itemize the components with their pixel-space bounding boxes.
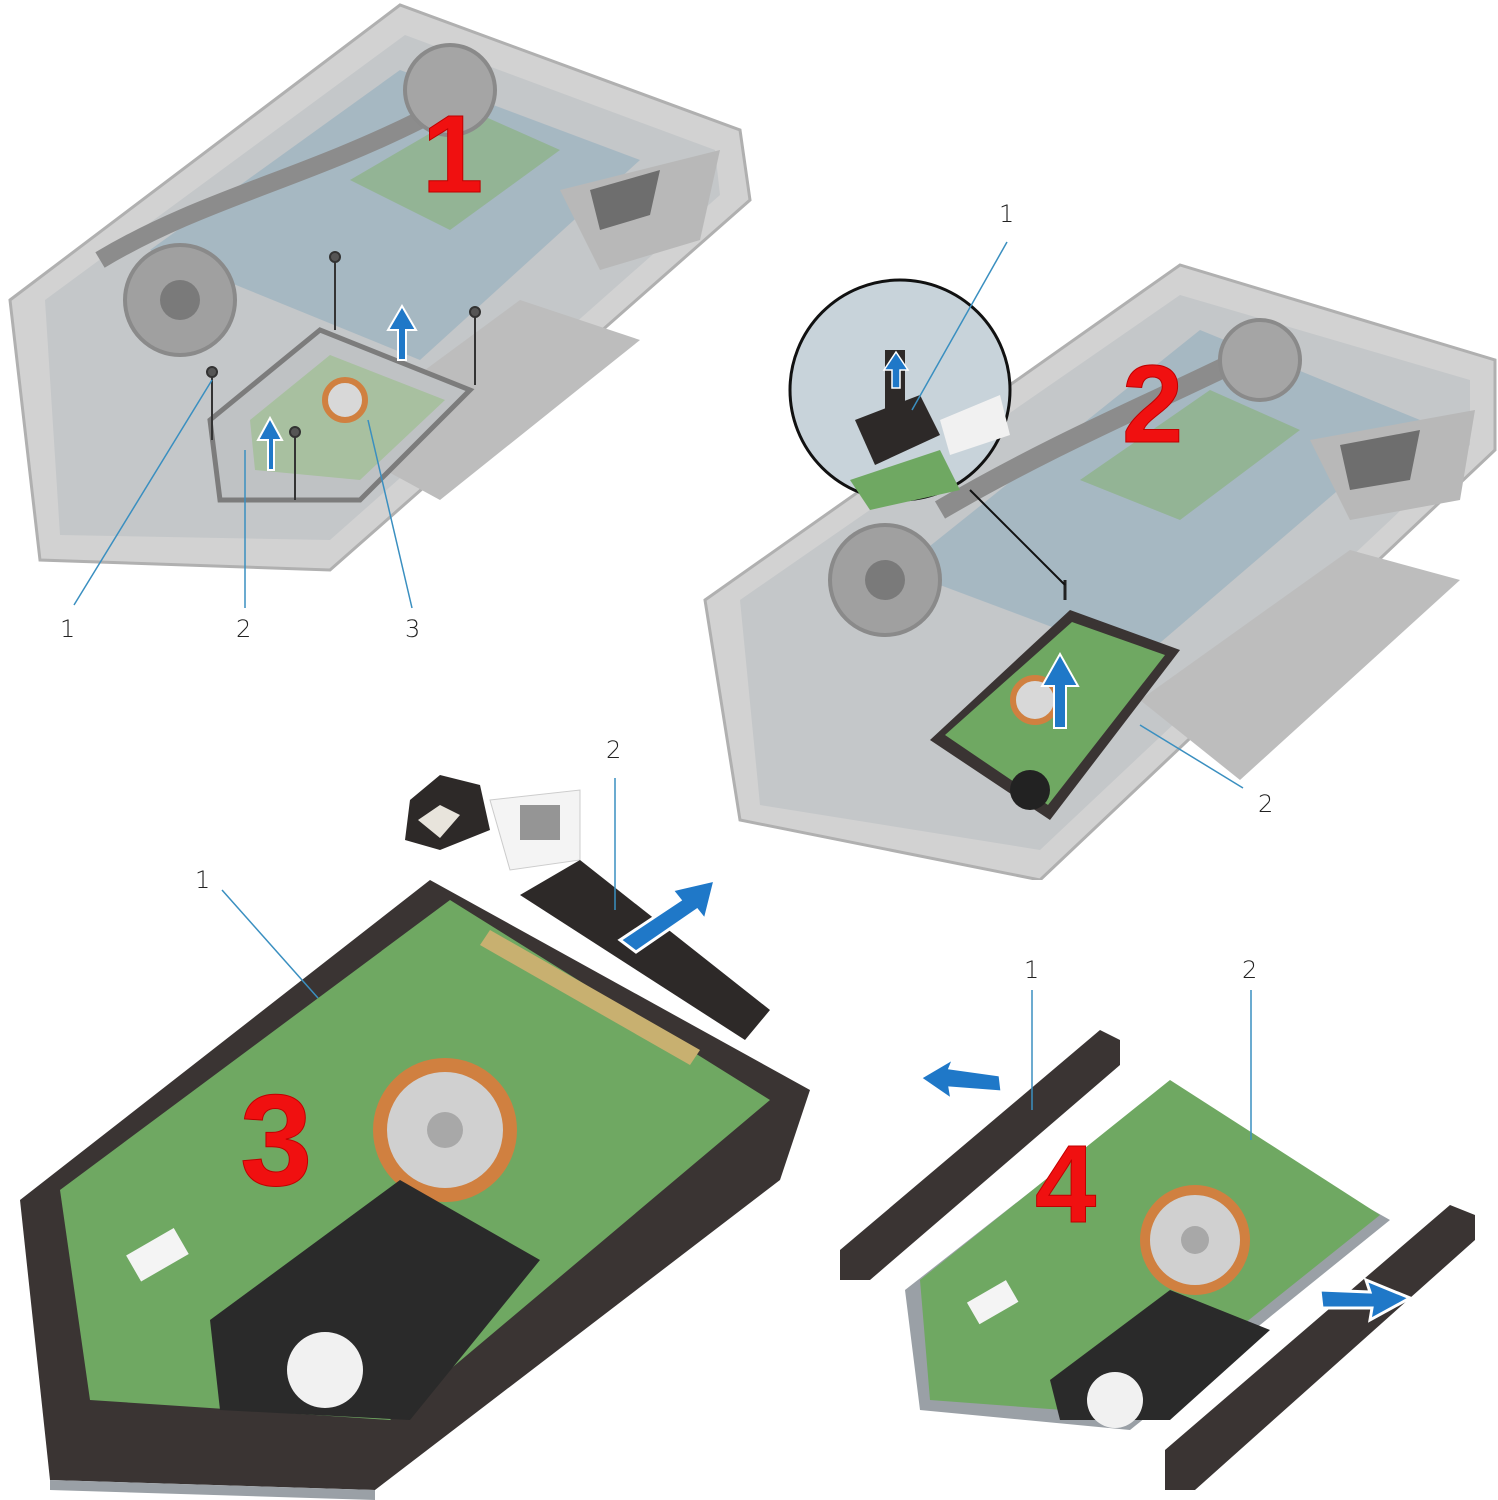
up-arrow-icon [386,304,418,361]
hard-drive-illustration-3 [20,775,810,1500]
up-arrow-icon [256,415,284,471]
callout-label: 1 [195,866,211,894]
callout-label: 2 [236,615,252,643]
panel-step-1: 1 1 2 3 [0,0,760,660]
left-arrow-icon [917,1054,1004,1104]
laptop-base-illustration-2 [703,241,1497,880]
up-arrow-icon [1040,651,1080,729]
callout-label: 2 [1258,790,1274,818]
callout-label: 1 [1024,956,1040,984]
callout-label: 1 [999,200,1015,228]
step-number: 2 [1121,343,1184,466]
callout-label: 2 [1242,956,1258,984]
panel-step-4: 4 1 2 [830,950,1498,1500]
laptop-base-illustration-1 [8,3,752,609]
right-arrow-icon [1318,1277,1414,1323]
step-number: 1 [421,93,484,216]
step-number: 4 [1034,1123,1097,1246]
up-arrow-icon [882,350,910,389]
panel-step-3: 3 1 2 [0,720,840,1500]
callout-label: 3 [405,615,421,643]
panel-step-2: 2 1 2 [700,180,1498,880]
up-right-arrow-icon [617,877,718,954]
callout-label: 2 [606,736,622,764]
callout-label: 1 [60,615,76,643]
step-number: 3 [239,1067,313,1213]
hard-drive-illustration-4 [840,990,1475,1490]
